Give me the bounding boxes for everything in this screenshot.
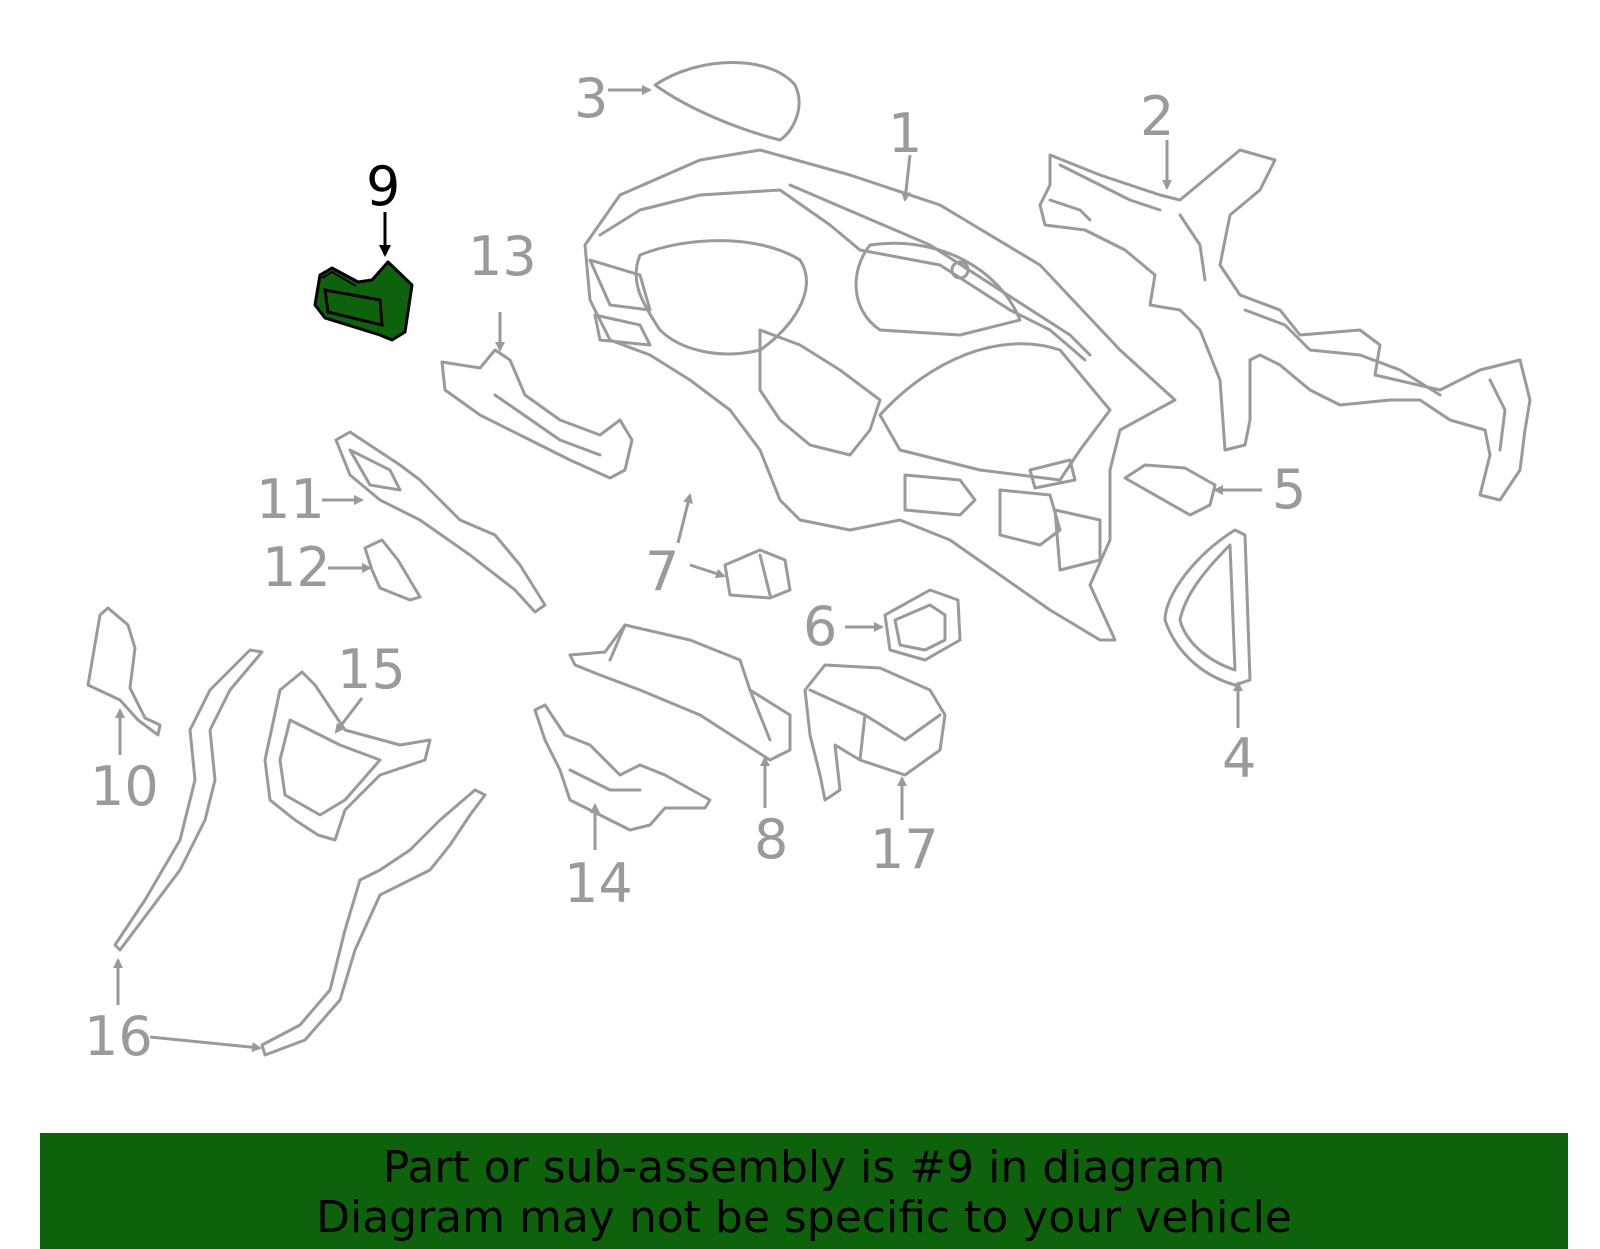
part-7-vent[interactable] <box>723 548 792 600</box>
part-2-crosscar-beam[interactable] <box>1038 148 1532 502</box>
callout-1: 1 <box>888 102 922 165</box>
part-12-bezel[interactable] <box>363 538 422 602</box>
callout-6: 6 <box>803 595 837 658</box>
part-3-cover[interactable] <box>653 61 801 142</box>
part-15-bezel[interactable] <box>263 670 432 842</box>
leader-lines <box>113 85 1262 1053</box>
part-6-vent[interactable] <box>883 588 962 662</box>
part-4-side-trim[interactable] <box>1163 528 1252 687</box>
callout-15: 15 <box>337 638 406 701</box>
callout-3: 3 <box>574 67 608 130</box>
part-17-airbag[interactable] <box>803 663 947 802</box>
info-banner: Part or sub-assembly is #9 in diagram Di… <box>40 1133 1568 1249</box>
part-8-lower-panel[interactable] <box>568 623 792 762</box>
callout-9: 9 <box>366 155 400 218</box>
banner-line-1: Part or sub-assembly is #9 in diagram <box>382 1142 1226 1193</box>
banner-line-2: Diagram may not be specific to your vehi… <box>316 1192 1292 1243</box>
callout-17: 17 <box>870 818 939 881</box>
part-10-trim[interactable] <box>86 606 162 737</box>
callout-4: 4 <box>1222 727 1256 790</box>
callout-7: 7 <box>645 540 679 603</box>
part-5-cap[interactable] <box>1123 463 1217 517</box>
part-1-instrument-panel[interactable] <box>583 148 1177 642</box>
callout-labels: 1 2 3 4 5 6 7 8 9 10 11 12 13 14 15 16 1… <box>84 67 1306 1068</box>
callout-8: 8 <box>754 808 788 871</box>
callout-10: 10 <box>90 755 159 818</box>
part-11-panel[interactable] <box>334 430 547 614</box>
callout-14: 14 <box>564 852 633 915</box>
part-9-highlighted[interactable] <box>313 260 414 342</box>
callout-5: 5 <box>1272 458 1306 521</box>
part-13-trim-panel[interactable] <box>440 348 634 480</box>
callout-11: 11 <box>256 468 325 531</box>
part-16-garnish[interactable] <box>113 648 487 1057</box>
callout-12: 12 <box>262 536 331 599</box>
callout-13: 13 <box>468 225 537 288</box>
callout-16: 16 <box>84 1005 153 1068</box>
callout-2: 2 <box>1140 85 1174 148</box>
part-14-bracket[interactable] <box>533 703 712 832</box>
